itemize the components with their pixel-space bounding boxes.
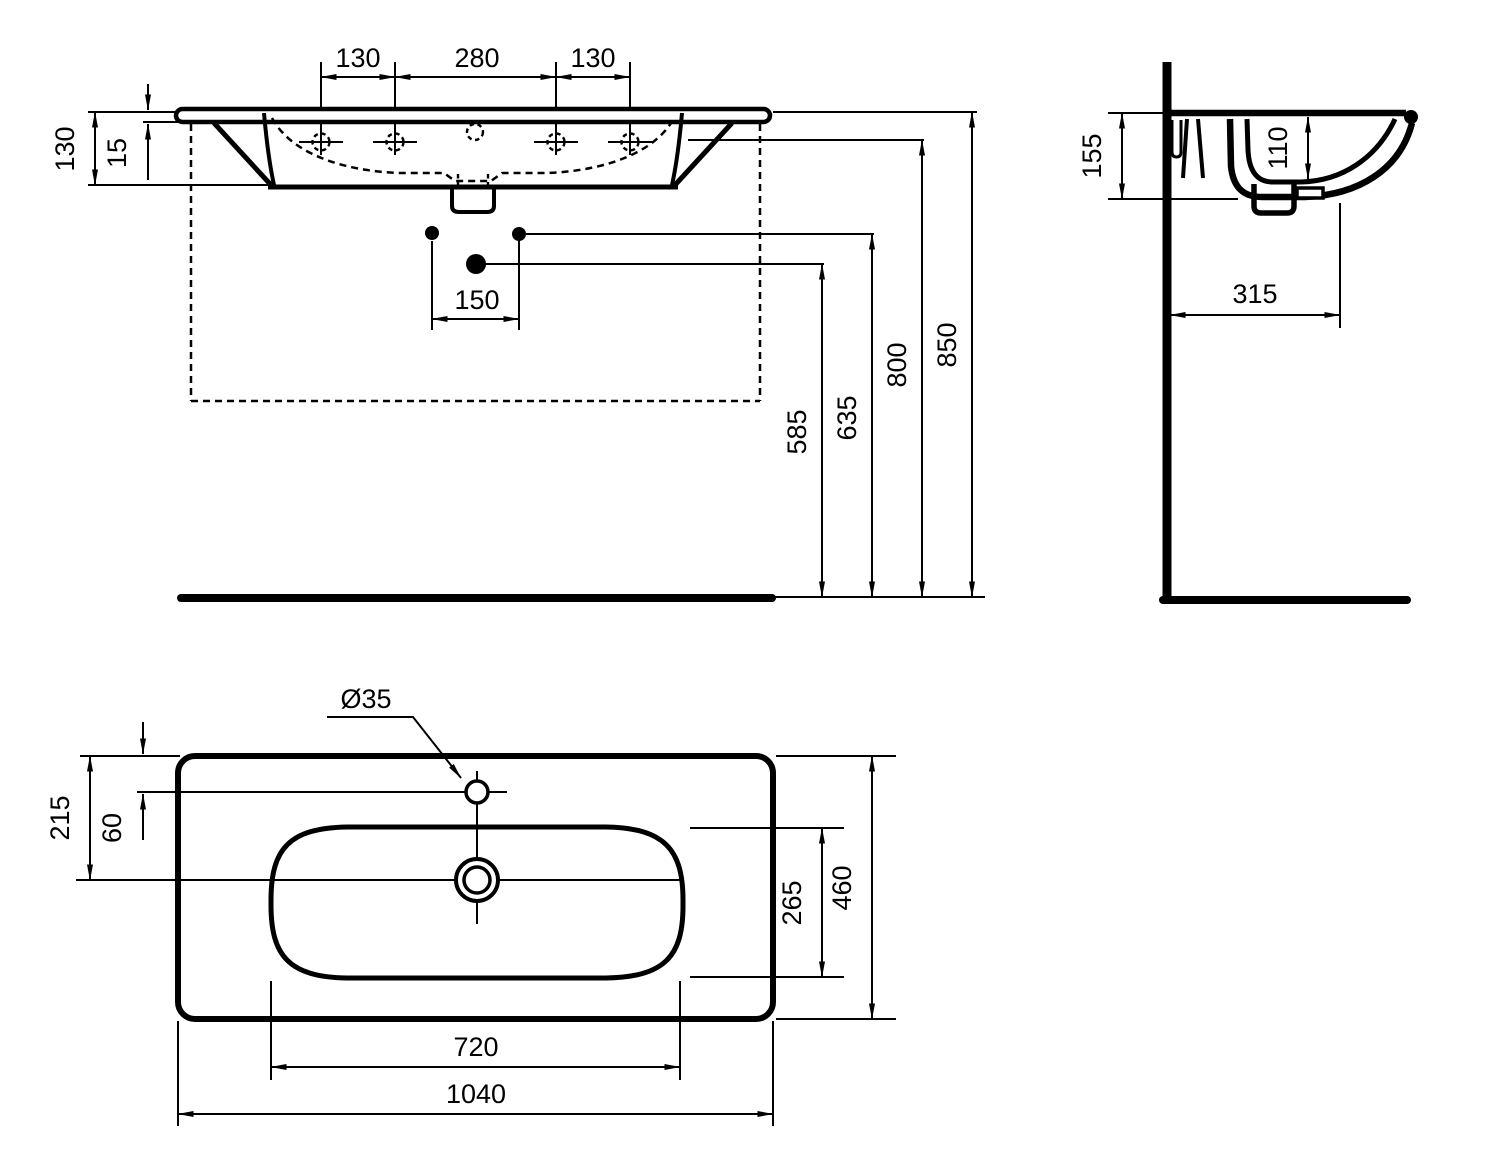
side-rim-front-edge xyxy=(1404,110,1418,124)
side-dim-bowl-depth: 110 xyxy=(1263,116,1311,180)
dim-label-bowl-inner-width: 720 xyxy=(453,1032,498,1062)
dim-label-rim-height: 850 xyxy=(932,322,962,367)
dim-label-tap-spacing-center: 280 xyxy=(454,43,499,73)
plan-faucet-hole xyxy=(464,779,490,805)
dim-label-rim-thickness: 15 xyxy=(102,138,132,168)
dim-label-tap-spacing-right: 130 xyxy=(570,43,615,73)
dim-label-bolt-spacing: 150 xyxy=(454,285,499,315)
dim-label-trap-height: 585 xyxy=(782,409,812,454)
plan-dim-bowl-inner-width: 720 xyxy=(270,981,681,1080)
dim-label-overall-depth: 460 xyxy=(827,865,857,910)
front-height-reference-lines xyxy=(484,111,985,598)
dim-label-basin-height: 130 xyxy=(50,126,80,171)
dim-label-back-to-drain: 215 xyxy=(45,795,75,840)
front-dim-heights: 585 635 800 850 xyxy=(782,111,975,598)
dim-label-tap-spacing-left: 130 xyxy=(335,43,380,73)
front-dim-tap-spacing: 130 280 130 xyxy=(320,43,631,80)
front-basin-outline xyxy=(173,106,773,214)
plan-faucet-hole-callout: Ø35 xyxy=(327,684,462,779)
dim-label-bowl-inner-depth: 265 xyxy=(777,880,807,925)
dim-label-bolt-height: 635 xyxy=(832,395,862,440)
plan-view: Ø35 215 60 265 460 xyxy=(45,684,896,1126)
dim-label-underside-height: 800 xyxy=(882,342,912,387)
front-view: 130 280 130 xyxy=(50,43,985,602)
center-tap-hole-hidden xyxy=(465,122,485,142)
side-dim-drain-distance: 315 xyxy=(1169,203,1341,328)
side-dim-front-depth: 155 xyxy=(1077,112,1238,200)
front-cabinet-hidden-outline xyxy=(189,124,762,403)
plan-dim-overall-width: 1040 xyxy=(177,1021,774,1126)
plan-dim-back-to-drain: 215 xyxy=(45,755,180,881)
fixing-bolt-left-dot xyxy=(425,226,439,240)
front-bowl-hidden-edge xyxy=(270,117,676,183)
dim-label-overall-width: 1040 xyxy=(446,1079,506,1109)
dim-label-front-depth: 155 xyxy=(1077,133,1107,178)
plan-dim-bowl-inner-depth: 265 xyxy=(690,827,844,978)
side-basin-profile xyxy=(1170,109,1418,216)
fixing-bolt-right-dot xyxy=(512,227,526,241)
front-tap-holes xyxy=(299,122,652,152)
dim-label-faucet-hole: Ø35 xyxy=(340,684,391,714)
side-view: 155 110 315 xyxy=(1077,62,1418,604)
front-drain-cup xyxy=(450,187,496,214)
side-mounting-foot xyxy=(1295,186,1325,200)
plan-dim-overall-depth: 460 xyxy=(776,755,896,1020)
front-fixing-points: 150 xyxy=(425,226,526,330)
plan-drain xyxy=(454,857,500,903)
front-dim-left: 130 15 xyxy=(50,84,268,186)
dim-label-bowl-depth: 110 xyxy=(1263,126,1293,169)
plan-dim-back-to-faucet: 60 xyxy=(97,722,146,843)
dim-label-drain-distance: 315 xyxy=(1232,279,1277,309)
drain-outlet-dot xyxy=(466,254,486,274)
side-drain-cup xyxy=(1251,184,1297,216)
dim-label-back-to-faucet: 60 xyxy=(97,813,127,843)
side-back-apron xyxy=(1170,120,1183,159)
